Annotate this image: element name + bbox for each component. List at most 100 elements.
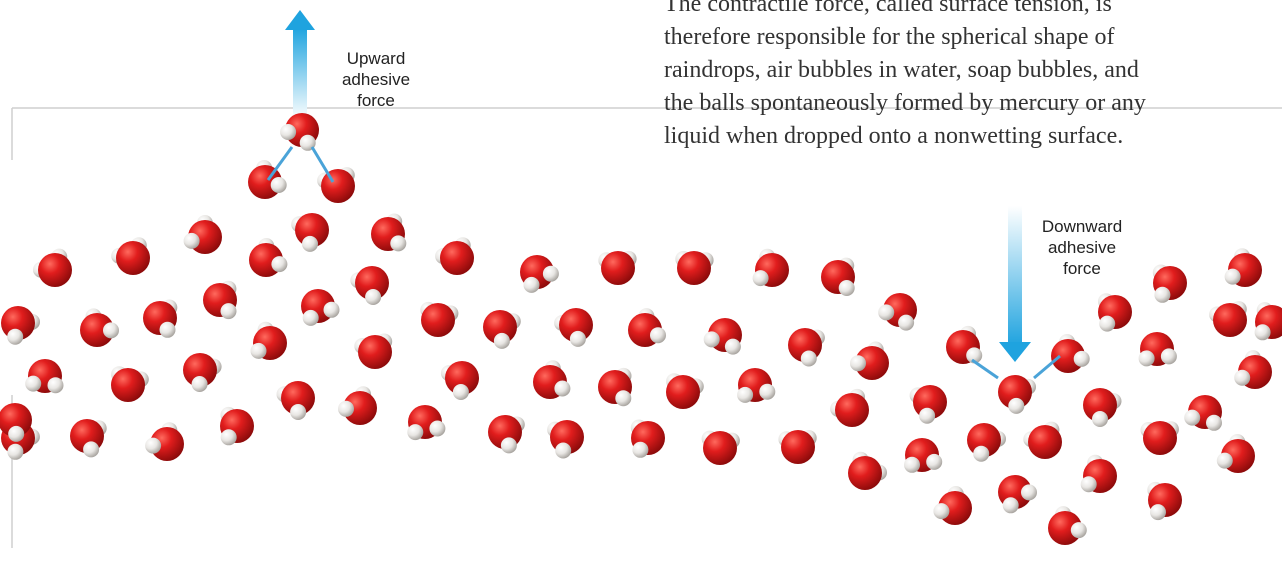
oxygen-atom [601, 251, 635, 285]
water-molecule [183, 353, 222, 392]
water-molecule [145, 422, 184, 461]
water-molecule [249, 238, 287, 277]
hydrogen-atom [145, 438, 161, 454]
hydrogen-atom [25, 376, 41, 392]
hydrogen-atom [1184, 410, 1200, 426]
hydrogen-atom [48, 377, 64, 393]
water-molecule [666, 373, 704, 409]
hydrogen-atom [878, 304, 894, 320]
hydrogen-atom [919, 408, 935, 424]
water-molecule [598, 251, 636, 285]
hydrogen-atom [1225, 269, 1241, 285]
water-molecule [910, 385, 947, 424]
oxygen-atom [666, 375, 700, 409]
water-molecule [778, 430, 816, 464]
water-molecule [441, 361, 479, 400]
hydrogen-atom [1081, 476, 1097, 492]
upward-adhesive-force-arrow [285, 10, 315, 120]
water-molecule [533, 360, 570, 399]
paragraph-line: The contractile force, called surface te… [664, 0, 1274, 21]
water-molecule [821, 258, 855, 296]
water-molecule [998, 375, 1036, 414]
water-molecule [1081, 455, 1117, 493]
water-molecule [1051, 334, 1090, 373]
hydrogen-atom [302, 236, 318, 252]
paragraph-line: the balls spontaneously formed by mercur… [664, 87, 1274, 120]
water-molecule [350, 266, 389, 305]
hydrogen-atom [555, 443, 571, 459]
water-molecule [1139, 332, 1177, 366]
hydrogen-atom [1021, 484, 1037, 500]
hydrogen-atom [524, 277, 540, 293]
hydrogen-atom [83, 441, 99, 457]
water-molecule [850, 342, 889, 381]
hydrogen-atom [1255, 324, 1271, 340]
hydrogen-atom [103, 322, 119, 338]
hydrogen-atom [429, 421, 445, 437]
water-molecule [1184, 395, 1222, 431]
hydrogen-atom [7, 444, 23, 460]
hydrogen-atom [1003, 497, 1019, 513]
hydrogen-atom [271, 177, 287, 193]
water-molecule [702, 431, 740, 465]
hydrogen-atom [251, 343, 267, 359]
water-molecule [547, 420, 584, 459]
water-molecule [277, 381, 316, 420]
water-molecule [1153, 265, 1187, 303]
hydrogen-atom [759, 384, 775, 400]
water-molecule [143, 300, 177, 338]
hydrogen-atom [1071, 522, 1087, 538]
water-molecule [25, 359, 63, 393]
oxygen-atom [1213, 303, 1247, 337]
paragraph-line: therefore responsible for the spherical … [664, 21, 1274, 54]
water-molecule [933, 486, 972, 525]
upward-adhesive-force-label: Upward adhesive force [326, 48, 426, 111]
oxygen-atom [835, 393, 869, 427]
water-molecule [1, 306, 40, 345]
water-molecule [631, 420, 665, 458]
hydrogen-atom [801, 351, 817, 367]
hydrogen-atom [543, 266, 559, 282]
water-molecule [904, 438, 942, 473]
oxygen-atom [703, 431, 737, 465]
water-molecule [220, 407, 254, 445]
water-molecule [184, 215, 222, 254]
hydrogen-atom [494, 333, 510, 349]
hydrogen-atom [1234, 370, 1250, 386]
water-molecule [301, 289, 340, 326]
water-molecule [1098, 293, 1132, 331]
hydrogen-atom [1161, 348, 1177, 364]
water-molecule [788, 328, 825, 367]
hydrogen-atom [839, 280, 855, 296]
hydrogen-atom [8, 426, 24, 442]
hydrogen-atom [650, 327, 666, 343]
hydrogen-atom [453, 384, 469, 400]
hydrogen-atom [615, 390, 631, 406]
hydrogen-atom [290, 404, 306, 420]
oxygen-atom [358, 335, 392, 369]
water-molecule [704, 318, 742, 355]
hydrogen-atom [1074, 351, 1090, 367]
water-molecule [1048, 506, 1087, 545]
hydrogen-atom [850, 355, 866, 371]
paragraph-line: raindrops, air bubbles in water, soap bu… [664, 54, 1274, 87]
oxygen-atom [116, 241, 150, 275]
water-molecule [520, 255, 559, 293]
water-molecule [435, 237, 474, 275]
hydrogen-atom [221, 303, 237, 319]
hydrogen-atom [390, 235, 406, 251]
hydrogen-atom [184, 233, 200, 249]
water-molecule [1147, 482, 1182, 520]
water-molecule [967, 423, 1006, 462]
water-molecule [407, 405, 445, 440]
water-molecule [1141, 421, 1179, 455]
hydrogen-atom [898, 315, 914, 331]
water-molecules [0, 113, 1282, 545]
hydrogen-atom [753, 270, 769, 286]
water-molecule [737, 368, 775, 403]
water-molecule [291, 213, 329, 252]
water-molecule [753, 249, 789, 287]
water-molecule [371, 214, 406, 252]
oxygen-atom [38, 253, 72, 287]
water-molecule [1023, 422, 1062, 459]
